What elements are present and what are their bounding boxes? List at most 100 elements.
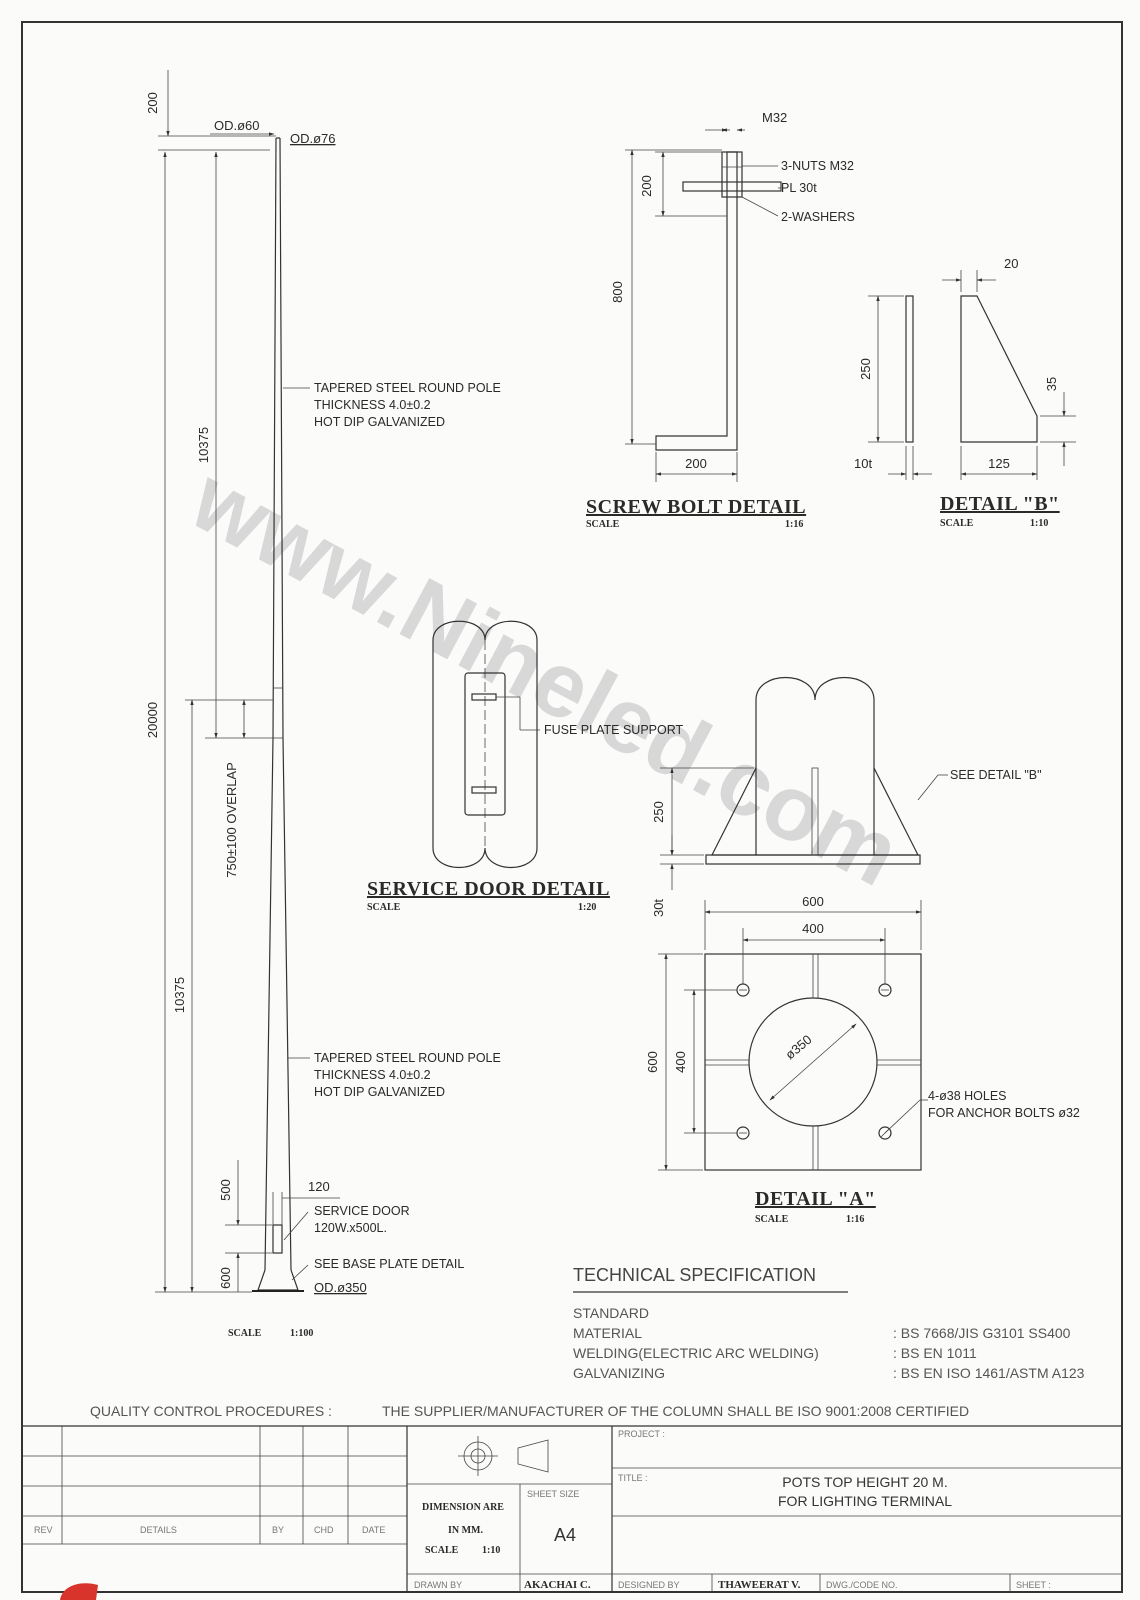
detail-b-dim-20: 20: [1004, 256, 1018, 271]
detail-b-dim-250: 250: [858, 358, 873, 380]
dim-door-height: 500: [218, 1179, 233, 1201]
service-door-scale-label: SCALE: [367, 902, 401, 913]
gusset-front-view: [960, 295, 1038, 443]
pole-upper-callout-3: HOT DIP GALVANIZED: [314, 415, 445, 429]
pole-service-door: [272, 1224, 283, 1254]
detail-a-dim-250: 250: [651, 801, 666, 823]
tech-spec-label: GALVANIZING: [573, 1365, 665, 1381]
tb-title-line-2: FOR LIGHTING TERMINAL: [778, 1493, 952, 1509]
title-block: REV DETAILS BY CHD DATE DIMENSION ARE IN…: [22, 1425, 1122, 1592]
dim-overlap: 750±100 OVERLAP: [224, 762, 239, 878]
pole-lower-callout-1: TAPERED STEEL ROUND POLE: [314, 1051, 501, 1065]
tb-sheet-size-label: SHEET SIZE: [527, 1489, 579, 1499]
pole-lower-callout-2: THICKNESS 4.0±0.2: [314, 1068, 431, 1082]
detail-b-scale-label: SCALE: [940, 518, 974, 529]
see-detail-b-label: SEE DETAIL "B": [950, 768, 1042, 782]
tech-spec-value: : BS EN 1011: [893, 1345, 977, 1361]
tech-spec-heading: TECHNICAL SPECIFICATION: [573, 1265, 816, 1285]
screw-bolt-title: SCREW BOLT DETAIL: [586, 496, 806, 518]
tb-rev-label: REV: [34, 1525, 53, 1535]
tb-sheet-size: A4: [554, 1525, 576, 1545]
tech-spec-label: WELDING(ELECTRIC ARC WELDING): [573, 1345, 819, 1361]
bolt-dim-200-v: 200: [639, 175, 654, 197]
detail-a-dim-600-v: 600: [645, 1051, 660, 1073]
bolt-plate: [682, 181, 782, 192]
fuse-plate-bottom: [471, 786, 497, 794]
tb-dimension-note-1: DIMENSION ARE: [422, 1502, 504, 1513]
pole-lower-callout-3: HOT DIP GALVANIZED: [314, 1085, 445, 1099]
tb-dimension-note-2: IN MM.: [448, 1525, 483, 1536]
tb-sheet-label: SHEET :: [1016, 1580, 1051, 1590]
detail-a-dim-400-h: 400: [802, 921, 824, 936]
detail-a-scale-label: SCALE: [755, 1214, 789, 1225]
pole-door-callout-1: SERVICE DOOR: [314, 1204, 410, 1218]
screw-bolt-detail: M32 3-NUTS M32 PL 30t 2-WASHERS 200 800 …: [586, 110, 855, 530]
tb-drawn-by-label: DRAWN BY: [414, 1580, 462, 1590]
tb-scale-label: SCALE: [425, 1545, 459, 1556]
service-door-detail: FUSE PLATE SUPPORT SERVICE DOOR DETAIL S…: [367, 620, 684, 913]
tb-designed-by-label: DESIGNED BY: [618, 1580, 680, 1590]
detail-b-dim-10t: 10t: [854, 456, 872, 471]
detail-a-dim-30t: 30t: [651, 899, 666, 917]
tb-details-label: DETAILS: [140, 1525, 177, 1535]
detail-b-dim-125: 125: [988, 456, 1010, 471]
dim-top-ext: 200: [145, 92, 160, 114]
service-door-title: SERVICE DOOR DETAIL: [367, 878, 610, 900]
quality-control-label: QUALITY CONTROL PROCEDURES :: [90, 1403, 332, 1419]
bolt-plate-label: PL 30t: [781, 181, 817, 195]
dim-base-height: 600: [218, 1267, 233, 1289]
detail-b-dim-35: 35: [1044, 377, 1059, 391]
dim-total-height: 20000: [145, 702, 160, 738]
detail-b-title: DETAIL "B": [940, 493, 1060, 515]
pole-scale-label: SCALE: [228, 1328, 262, 1339]
detail-a-dim-dia: ø350: [782, 1032, 814, 1063]
tech-spec-label: STANDARD: [573, 1305, 649, 1321]
pole-door-callout-2: 120W.x500L.: [314, 1221, 387, 1235]
detail-a-title: DETAIL "A": [755, 1188, 876, 1210]
pole-upper-callout-2: THICKNESS 4.0±0.2: [314, 398, 431, 412]
detail-a-dim-400-v: 400: [673, 1051, 688, 1073]
bolt-dim-200-h: 200: [685, 456, 707, 471]
anchor-holes-label-2: FOR ANCHOR BOLTS ø32: [928, 1106, 1080, 1120]
dim-od-base: OD.ø350: [314, 1280, 367, 1295]
company-logo-partial: [60, 1583, 98, 1600]
service-door-scale-value: 1:20: [578, 902, 596, 913]
dim-od-joint: OD.ø76: [290, 131, 336, 146]
dim-od-top: OD.ø60: [214, 118, 260, 133]
fuse-plate-label: FUSE PLATE SUPPORT: [544, 723, 684, 737]
base-pole-section: [755, 677, 875, 856]
detail-a: SEE DETAIL "B" 250 30t ø350 4-ø38 HOLES …: [645, 677, 1080, 1225]
tb-drawn-by: AKACHAI C.: [524, 1579, 591, 1591]
pole-scale-value: 1:100: [290, 1328, 313, 1339]
tb-title-line-1: POTS TOP HEIGHT 20 M.: [782, 1474, 947, 1490]
dim-lower-length: 10375: [172, 977, 187, 1013]
bolt-m32: M32: [762, 110, 787, 125]
bolt-washers-label: 2-WASHERS: [781, 210, 855, 224]
gusset-side-view: [905, 295, 914, 443]
technical-specification: TECHNICAL SPECIFICATION STANDARD MATERIA…: [573, 1265, 1085, 1381]
tech-spec-value: : BS 7668/JIS G3101 SS400: [893, 1325, 1071, 1341]
bolt-nuts: [721, 151, 743, 198]
bolt-nuts-label: 3-NUTS M32: [781, 159, 854, 173]
tb-chd-label: CHD: [314, 1525, 334, 1535]
dim-door-width: 120: [308, 1179, 330, 1194]
bolt-dim-800: 800: [610, 281, 625, 303]
quality-control-text: THE SUPPLIER/MANUFACTURER OF THE COLUMN …: [382, 1403, 969, 1419]
detail-b: 20 250 35 10t 125 DETAIL "B" SCALE 1:10: [854, 256, 1076, 529]
detail-a-scale-value: 1:16: [846, 1214, 864, 1225]
tb-title-label: TITLE :: [618, 1473, 648, 1483]
tb-designed-by: THAWEERAT V.: [718, 1579, 801, 1591]
projection-symbol-icon: [458, 1436, 549, 1476]
screw-bolt-scale-label: SCALE: [586, 519, 620, 530]
pole-base-callout: SEE BASE PLATE DETAIL: [314, 1257, 464, 1271]
tech-spec-label: MATERIAL: [573, 1325, 642, 1341]
pole-shaft: [264, 137, 292, 1271]
tb-by-label: BY: [272, 1525, 284, 1535]
door-pole-section: [432, 620, 538, 868]
door-opening: [464, 672, 506, 816]
pole-elevation: 200 OD.ø60 OD.ø76 20000 10375 750±100 OV…: [145, 70, 501, 1339]
pole-upper-callout-1: TAPERED STEEL ROUND POLE: [314, 381, 501, 395]
tb-project-label: PROJECT :: [618, 1429, 665, 1439]
dim-upper-length: 10375: [196, 427, 211, 463]
